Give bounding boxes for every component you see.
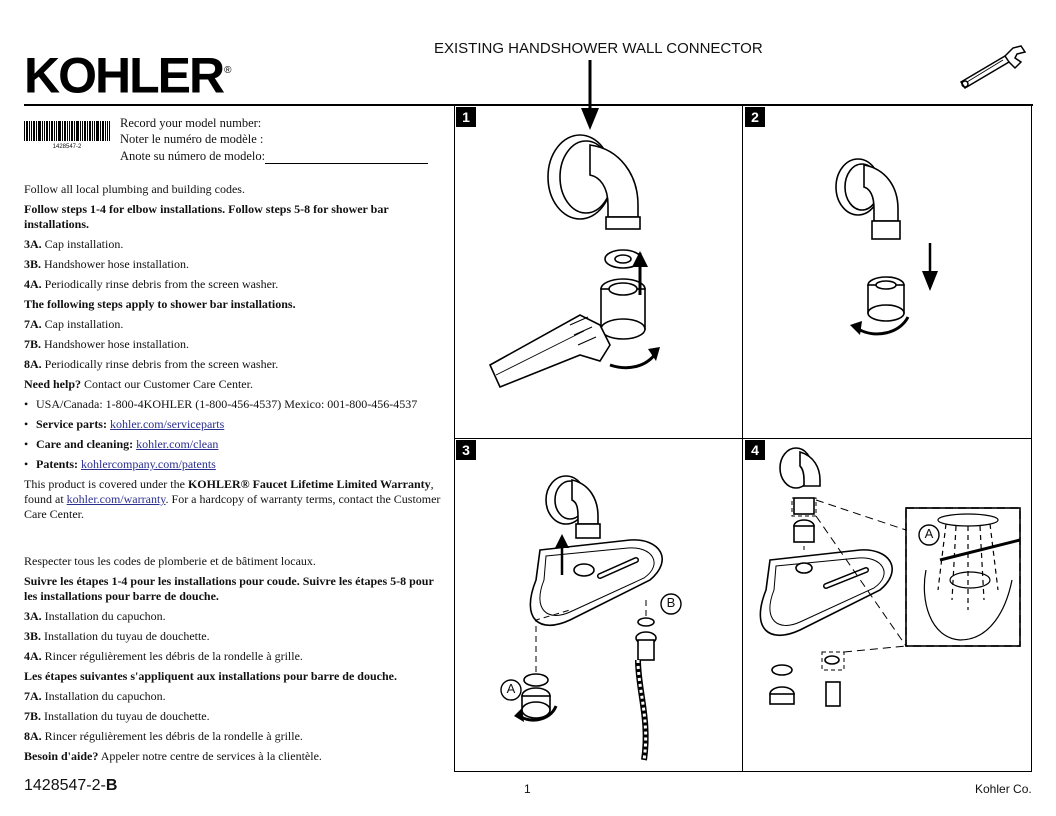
bar-steps-text: The following steps apply to shower bar … — [24, 297, 296, 311]
care-cleaning-link[interactable]: kohler.com/clean — [136, 437, 219, 451]
down-arrow-icon — [581, 60, 599, 130]
grid-divider-horizontal — [454, 438, 1032, 439]
patents-link[interactable]: kohlercompany.com/patents — [81, 457, 216, 471]
step-3-badge: 3 — [456, 440, 476, 460]
model-number-line — [265, 150, 429, 164]
document-number: 1428547-2-B — [24, 777, 118, 794]
callout-a-detail: A — [924, 526, 934, 541]
company-name: Kohler Co. — [975, 782, 1032, 796]
step-2-illustration — [835, 158, 938, 336]
wrench-icon — [959, 45, 1027, 90]
callout-b: B — [666, 595, 676, 610]
english-instructions: Follow all local plumbing and building c… — [24, 182, 442, 522]
step-3-illustration — [514, 475, 663, 761]
service-parts-link[interactable]: kohler.com/serviceparts — [109, 417, 225, 431]
warranty-text: This product is covered under the KOHLER… — [24, 477, 441, 521]
codes-text: Follow all local plumbing and building c… — [24, 182, 245, 196]
record-label-en: Record your model number: — [120, 116, 262, 130]
kohler-logo: KOHLER® — [24, 47, 232, 104]
step-1-illustration — [488, 134, 660, 389]
follow-steps-text: Follow steps 1-4 for elbow installations… — [24, 202, 389, 231]
callout-a-circle — [500, 679, 522, 701]
barcode — [24, 121, 110, 141]
warranty-link[interactable]: kohler.com/warranty — [66, 492, 166, 506]
step-4-badge: 4 — [745, 440, 765, 460]
step-1-badge: 1 — [456, 107, 476, 127]
callout-b-circle — [660, 593, 682, 615]
barcode-number: 1428547-2 — [52, 144, 82, 150]
record-label-es: Anote su número de modelo: — [120, 148, 266, 163]
callout-a: A — [506, 681, 516, 696]
step-4-illustration — [759, 447, 1021, 707]
step-2-badge: 2 — [745, 107, 765, 127]
callout-a-detail-circle — [918, 524, 940, 546]
record-label-fr: Noter le numéro de modèle : — [120, 132, 264, 147]
document-title: EXISTING HANDSHOWER WALL CONNECTOR — [434, 40, 763, 57]
record-model-number: Record your model number: Noter le numér… — [120, 115, 429, 164]
phone-numbers: USA/Canada: 1-800-4KOHLER (1-800-456-453… — [24, 397, 442, 412]
need-help-label: Need help? — [24, 377, 81, 391]
french-instructions: Respecter tous les codes de plomberie et… — [24, 554, 434, 763]
page-number: 1 — [524, 782, 531, 796]
